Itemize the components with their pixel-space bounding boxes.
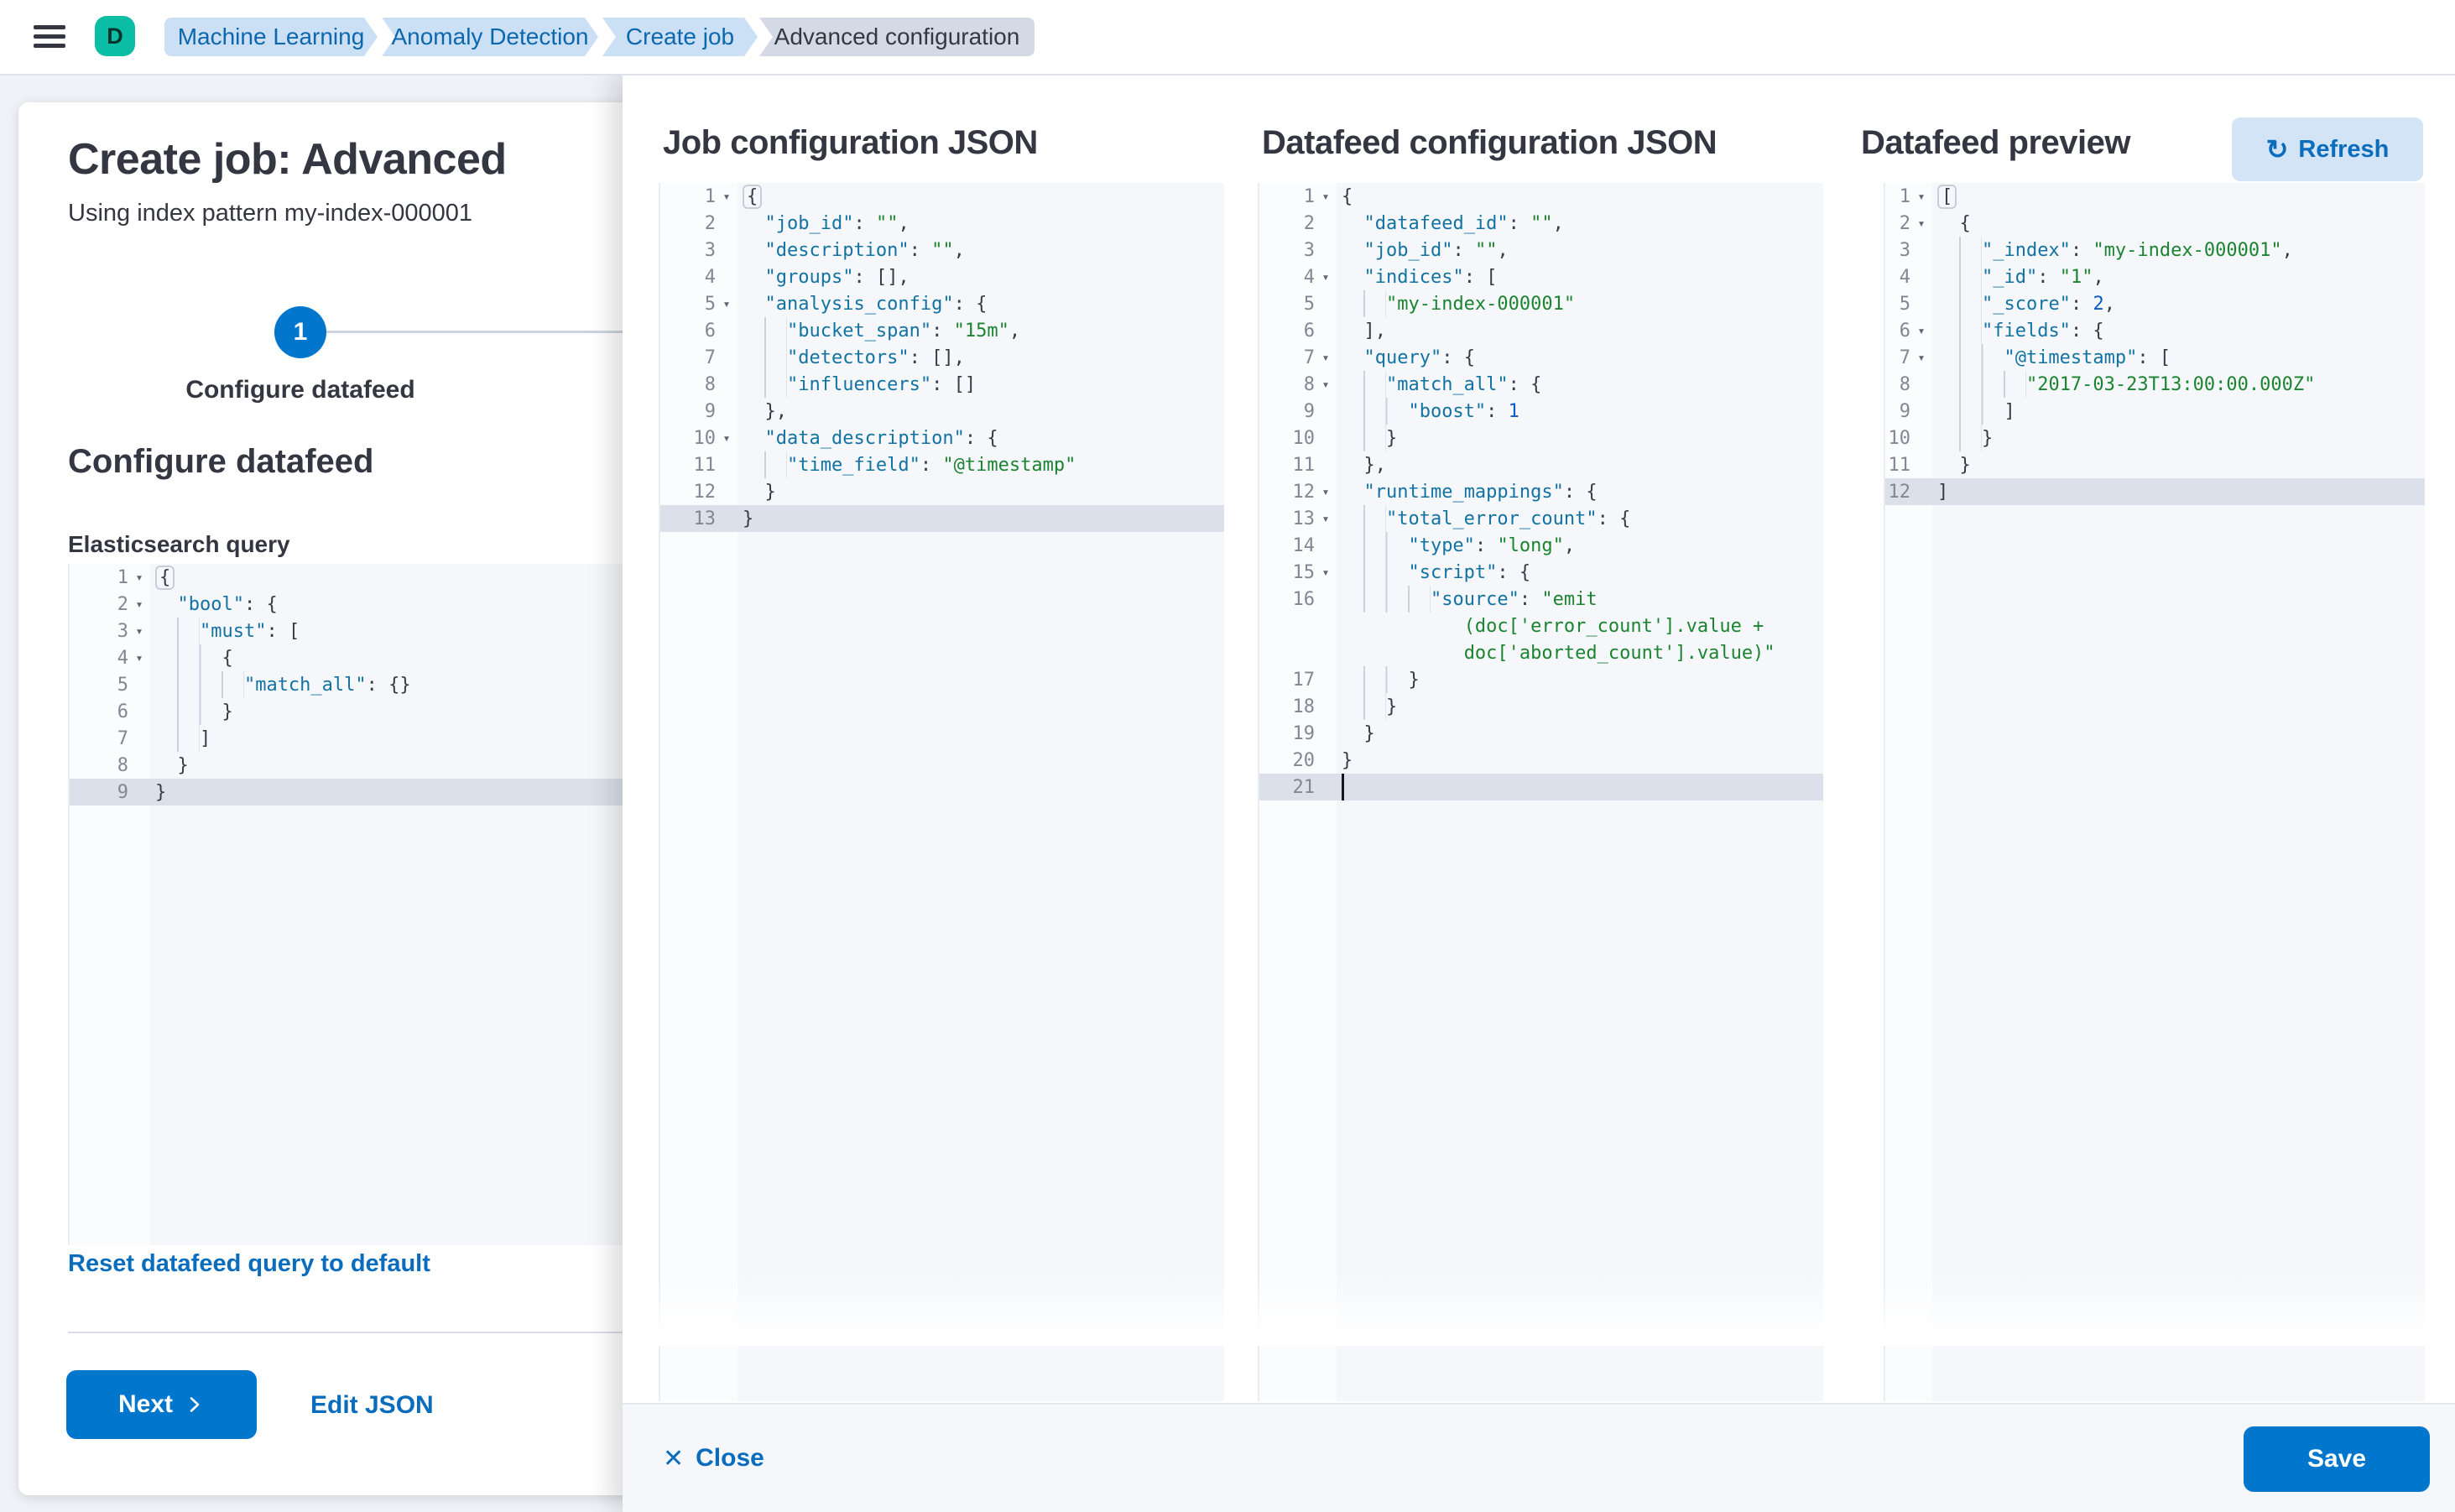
code-line: 3"_index": "my-index-000001",: [1885, 237, 2425, 263]
code-line: 3"description": "",: [704, 239, 965, 261]
es-query-editor[interactable]: 1▾{2▾"bool": { 3▾"must": [4▾{5"match_all"…: [68, 564, 657, 1245]
elasticsearch-query-label: Elasticsearch query: [68, 531, 290, 557]
code-line: 8▾"match_all": {: [1259, 371, 1823, 398]
code-line: 2▾{: [1899, 212, 1971, 234]
code-line: 12}: [693, 481, 776, 503]
code-line: 18}: [1259, 693, 1823, 720]
code-line: 8}: [117, 754, 189, 776]
code-line: 6],: [1303, 320, 1386, 342]
code-line: 7▾"query": {: [1303, 347, 1475, 368]
breadcrumb-create-job[interactable]: Create job: [602, 18, 758, 56]
code-line: 2"datafeed_id": "",: [1303, 212, 1564, 234]
datafeed-config-editor[interactable]: 1▾{ 2"datafeed_id": "", 3"job_id": "", 4▾"i…: [1258, 183, 1823, 1401]
code-line: 6▾"fields": {: [1885, 317, 2425, 344]
code-line: 21: [1259, 774, 1823, 800]
save-button[interactable]: Save: [2244, 1426, 2430, 1492]
next-button[interactable]: Next: [66, 1370, 257, 1439]
code-line: 4▾{: [70, 644, 657, 671]
page-subtitle: Using index pattern my-index-000001: [68, 200, 472, 227]
code-line: 5"match_all": {}: [70, 671, 657, 698]
close-icon: ✕: [663, 1444, 685, 1473]
code-line: 8"2017-03-23T13:00:00.000Z": [1885, 371, 2425, 398]
flyout-footer: ✕ Close Save: [623, 1403, 2455, 1512]
code-line: 2▾"bool": {: [117, 593, 278, 615]
code-line: 9"boost": 1: [1259, 398, 1823, 425]
code-line: 19}: [1292, 722, 1375, 744]
next-button-label: Next: [117, 1390, 174, 1418]
reset-datafeed-query-link[interactable]: Reset datafeed query to default: [68, 1250, 430, 1277]
refresh-button[interactable]: ↻ Refresh: [2232, 117, 2423, 181]
code-line: 2"job_id": "",: [704, 212, 910, 234]
menu-icon[interactable]: [34, 25, 65, 49]
code-line: 5"my-index-000001": [1259, 290, 1823, 317]
code-line: 12▾"runtime_mappings": {: [1292, 481, 1598, 503]
code-line: 14"type": "long",: [1259, 532, 1823, 559]
code-line: 6"bucket_span": "15m",: [660, 317, 1224, 344]
code-line: 12]: [1885, 478, 2425, 505]
job-config-editor[interactable]: 1▾{2"job_id": "", 3"description": "", 4"gr…: [659, 183, 1224, 1401]
breadcrumb-advanced-configuration: Advanced configuration: [759, 18, 1035, 56]
code-line: 10}: [1885, 425, 2425, 451]
chevron-right-icon: [190, 1397, 200, 1412]
advanced-json-flyout: Job configuration JSON Datafeed configur…: [623, 74, 2455, 1512]
code-line: 3▾"must": [: [70, 618, 657, 644]
code-line: 4▾"indices": [: [1303, 266, 1498, 288]
code-line: 11}: [1888, 454, 1971, 476]
code-line: 4"groups": [],: [704, 266, 910, 288]
code-line: 5"_score": 2,: [1885, 290, 2425, 317]
close-button-label: Close: [696, 1444, 764, 1472]
code-line: 10▾"data_description": {: [693, 427, 998, 449]
breadcrumb-machine-learning[interactable]: Machine Learning: [164, 18, 378, 56]
code-line: 1▾[: [1885, 183, 2425, 210]
datafeed-preview-title: Datafeed preview: [1861, 124, 2131, 161]
code-line: 20}: [1292, 749, 1353, 771]
breadcrumb-anomaly-detection[interactable]: Anomaly Detection: [382, 18, 598, 56]
code-line: 9}: [70, 779, 657, 806]
code-line: 6}: [70, 698, 657, 725]
step-1-indicator[interactable]: 1: [274, 306, 326, 358]
code-line: 9},: [704, 400, 787, 422]
code-line: 13}: [660, 505, 1224, 532]
close-button[interactable]: ✕ Close: [663, 1405, 764, 1512]
code-line: 3"job_id": "",: [1303, 239, 1509, 261]
code-line: 13▾"total_error_count": {: [1259, 505, 1823, 532]
section-heading: Configure datafeed: [68, 443, 374, 480]
code-line: 1▾{: [70, 564, 657, 591]
datafeed-preview-editor[interactable]: 1▾[2▾{ 3"_index": "my-index-000001",4"_id…: [1884, 183, 2425, 1401]
code-line: 17}: [1259, 666, 1823, 693]
code-line: doc['aborted_count'].value)": [1463, 642, 1775, 664]
step-progress-line: [326, 331, 623, 333]
code-line: 15▾"script": {: [1259, 559, 1823, 586]
code-line: 11"time_field": "@timestamp": [660, 451, 1224, 478]
refresh-icon: ↻: [2265, 134, 2289, 164]
code-line: 1▾{: [660, 183, 1224, 210]
datafeed-config-title: Datafeed configuration JSON: [1262, 124, 1717, 161]
code-line: 10}: [1259, 425, 1823, 451]
code-line: 16"source": "emit: [1259, 586, 1823, 613]
step-1-label: Configure datafeed: [185, 376, 415, 404]
edit-json-link[interactable]: Edit JSON: [310, 1391, 434, 1419]
refresh-button-label: Refresh: [2298, 135, 2390, 163]
code-line: 1▾{: [1303, 185, 1353, 207]
code-line: 7▾"@timestamp": [: [1885, 344, 2425, 371]
card-divider: [68, 1332, 623, 1333]
code-line: 7]: [70, 725, 657, 752]
text-cursor: [1342, 774, 1344, 800]
code-line: 8"influencers": []: [660, 371, 1224, 398]
code-line: 5▾"analysis_config": {: [704, 293, 988, 315]
code-line: 7"detectors": [],: [660, 344, 1224, 371]
top-navigation-bar: D Machine Learning Anomaly Detection Cre…: [0, 0, 2455, 76]
code-line: 11},: [1292, 454, 1386, 476]
code-line: 4"_id": "1",: [1885, 263, 2425, 290]
code-line: (doc['error_count'].value +: [1463, 615, 1764, 637]
page-title: Create job: Advanced: [68, 135, 507, 184]
job-config-title: Job configuration JSON: [663, 124, 1038, 161]
space-avatar[interactable]: D: [95, 16, 135, 56]
code-line: 9]: [1885, 398, 2425, 425]
